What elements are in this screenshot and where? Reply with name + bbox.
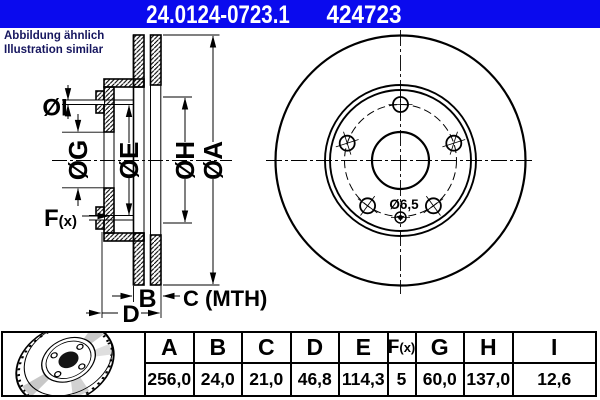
hat-outer-circle — [324, 84, 477, 237]
dim-label-f: F(x) — [44, 205, 77, 232]
table-col-e: E 114,3 — [340, 333, 389, 395]
col-header: D — [291, 333, 338, 364]
col-header: E — [340, 333, 387, 364]
pin-hole-label: Ø6,5 — [389, 197, 419, 212]
dim-label-i: ØI — [42, 95, 67, 122]
col-value: 21,0 — [249, 369, 284, 389]
product-photo-cell — [3, 322, 146, 400]
table-col-i: I 12,6 — [513, 333, 595, 395]
note-line-en: Illustration similar — [4, 44, 104, 56]
table-col-g: G 60,0 — [416, 333, 465, 395]
note-line-de: Abbildung ähnlich — [4, 30, 105, 42]
product-photo — [15, 322, 115, 400]
dim-label-g: ØG — [63, 140, 93, 180]
col-header: A — [146, 333, 193, 364]
outer-diameter-circle — [274, 34, 527, 287]
front-view: Ø6,5 — [266, 30, 534, 294]
col-header: I — [513, 333, 595, 364]
col-value: 5 — [396, 369, 407, 389]
col-value: 256,0 — [147, 369, 192, 389]
col-header: G — [416, 333, 463, 364]
dim-label-e: ØE — [114, 142, 144, 180]
dimension-table: A 256,0 B 24,0 C 21,0 D 46,8 E 114,3 F(x… — [1, 322, 597, 400]
hat-inner-circle — [329, 89, 472, 232]
header-bar: 24.0124-0723.1 424723 — [0, 0, 600, 29]
article-number: 424723 — [326, 1, 402, 29]
bolt-hole-centermarks — [335, 92, 466, 216]
col-header: F(x) — [388, 333, 415, 364]
dim-label-c: C (MTH) — [183, 286, 267, 311]
col-value: 60,0 — [422, 369, 457, 389]
col-value: 12,6 — [537, 369, 572, 389]
section-view: ØI ØG ØE ØH ØA F(x) B C (MTH) D — [42, 34, 267, 328]
table-col-h: H 137,0 — [465, 333, 514, 395]
extension-lines — [62, 34, 220, 318]
col-header: B — [194, 333, 241, 364]
col-value: 46,8 — [297, 369, 332, 389]
col-header: C — [243, 333, 290, 364]
center-bore-circle — [370, 130, 431, 191]
pin-hole — [391, 211, 410, 224]
illustration-note: Abbildung ähnlich Illustration similar — [4, 29, 104, 57]
dim-label-b: B — [138, 285, 156, 313]
catalog-number: 24.0124-0723.1 — [146, 1, 290, 29]
col-value: 137,0 — [466, 369, 511, 389]
table-col-c: C 21,0 — [243, 333, 292, 395]
table-col-d: D 46,8 — [291, 333, 340, 395]
table-col-f: F(x) 5 — [388, 333, 417, 395]
table-col-a: A 256,0 — [146, 333, 195, 395]
dim-label-h: ØH — [170, 141, 200, 180]
hat-cylinder-lines — [103, 85, 162, 235]
col-header: H — [465, 333, 512, 364]
col-value: 114,3 — [341, 369, 385, 389]
dim-label-d: D — [122, 301, 139, 328]
col-value: 24,0 — [200, 369, 235, 389]
table-col-b: B 24,0 — [194, 333, 243, 395]
dim-label-a: ØA — [198, 141, 228, 180]
dimension-lines — [64, 35, 217, 317]
